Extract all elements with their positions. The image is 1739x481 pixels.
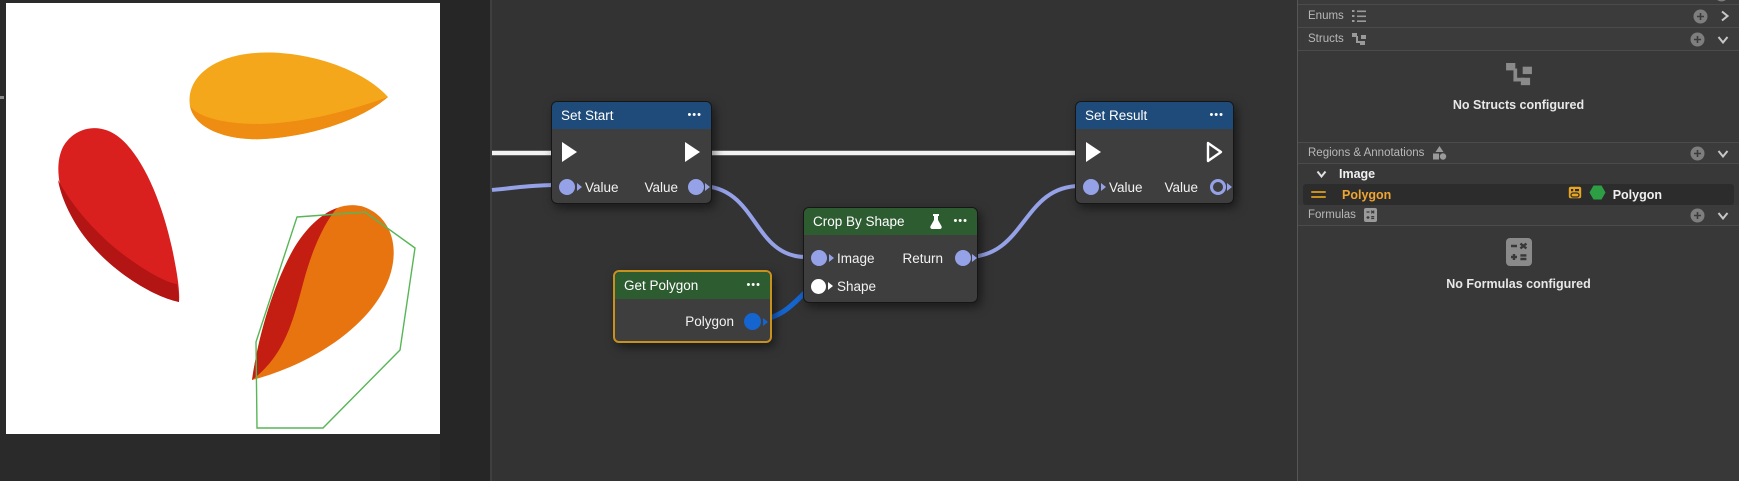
image-viewer[interactable] — [0, 0, 440, 481]
preview-image[interactable] — [6, 3, 440, 434]
section-regions[interactable]: Regions & Annotations — [1298, 143, 1739, 164]
node-title: Crop By Shape — [813, 214, 905, 229]
chevron-down-icon[interactable] — [1717, 149, 1729, 158]
node-title: Set Result — [1085, 108, 1148, 123]
canvas-gutter — [440, 0, 492, 481]
value-in-pin[interactable] — [1083, 179, 1099, 195]
return-out-label: Return — [902, 251, 943, 266]
exec-in-pin[interactable] — [1084, 140, 1104, 169]
image-reference-icon — [1568, 186, 1582, 204]
exec-out-pin[interactable] — [1205, 140, 1225, 169]
drag-handle-icon[interactable] — [1311, 191, 1326, 198]
value-in-label: Value — [1109, 180, 1143, 195]
exec-in-pin[interactable] — [560, 140, 580, 169]
red-petal-shade — [58, 180, 179, 302]
preview-shapes — [58, 52, 416, 429]
value-out-label: Value — [1164, 180, 1198, 195]
calculator-icon — [1363, 208, 1377, 222]
formulas-empty-icon — [1298, 238, 1739, 271]
structs-empty-text: No Structs configured — [1452, 98, 1585, 112]
value-in-pin[interactable] — [559, 179, 575, 195]
node-menu-icon[interactable]: ••• — [687, 109, 702, 121]
polygon-annotation[interactable] — [255, 211, 416, 429]
value-out-pin-arrow — [1227, 183, 1232, 191]
value-out-label: Value — [644, 180, 678, 195]
yellow-petal-shade — [190, 97, 388, 140]
return-out-pin[interactable] — [955, 250, 971, 266]
node-menu-icon[interactable]: ••• — [1209, 109, 1224, 121]
value-out-pin[interactable] — [1210, 179, 1226, 195]
section-label: Regions & Annotations — [1308, 147, 1425, 159]
exec-out-pin[interactable] — [683, 140, 703, 169]
config-panel: Enums Structs — [1297, 0, 1739, 481]
chevron-right-icon[interactable] — [1720, 10, 1729, 22]
section-label: Enums — [1308, 10, 1344, 22]
shape-in-pin[interactable] — [811, 279, 826, 294]
add-enum-button[interactable] — [1693, 9, 1708, 24]
image-in-label: Image — [837, 251, 875, 266]
node-crop-by-shape[interactable]: Crop By Shape ••• Image Return Shape — [803, 207, 978, 303]
value-out-pin[interactable] — [688, 179, 704, 195]
image-in-pin-arrow — [829, 254, 834, 262]
enums-list-icon — [1351, 10, 1366, 22]
section-label: Structs — [1308, 33, 1344, 45]
chevron-down-icon[interactable] — [1717, 211, 1729, 220]
section-formulas[interactable]: Formulas — [1298, 205, 1739, 226]
chevron-down-icon[interactable] — [1717, 35, 1729, 44]
node-menu-icon[interactable]: ••• — [953, 215, 968, 227]
node-crop-by-shape-header[interactable]: Crop By Shape ••• — [804, 208, 977, 235]
section-label: Formulas — [1308, 209, 1356, 221]
polygon-out-pin[interactable] — [744, 313, 761, 330]
polygon-out-pin-arrow — [763, 318, 768, 326]
value-in-pin-arrow — [1101, 183, 1106, 191]
structs-empty-state: No Structs configured — [1298, 63, 1739, 143]
red-petal — [58, 128, 180, 302]
node-get-polygon-header[interactable]: Get Polygon ••• — [615, 272, 770, 299]
node-set-start-header[interactable]: Set Start ••• — [552, 102, 711, 129]
node-title: Get Polygon — [624, 278, 699, 293]
node-menu-icon[interactable]: ••• — [746, 279, 761, 291]
section-enums[interactable]: Enums — [1298, 5, 1739, 28]
section-structs[interactable]: Structs — [1298, 28, 1739, 51]
shapes-icon — [1432, 146, 1447, 160]
orange-petal — [252, 205, 394, 380]
add-struct-button[interactable] — [1690, 32, 1705, 47]
annotation-item-polygon[interactable]: Polygon Polygon — [1303, 184, 1734, 205]
return-out-pin-arrow — [972, 254, 977, 262]
formulas-empty-text: No Formulas configured — [1446, 277, 1591, 291]
add-formula-button[interactable] — [1690, 208, 1705, 223]
tree-group-label: Image — [1339, 167, 1376, 181]
chevron-down-icon[interactable] — [1316, 170, 1327, 178]
formulas-empty-state: No Formulas configured — [1298, 238, 1739, 481]
polygon-hexagon-icon — [1589, 185, 1606, 205]
clipped-section-row — [1298, 0, 1739, 5]
shape-in-label: Shape — [837, 279, 877, 294]
annotation-item-type: Polygon — [1612, 187, 1662, 202]
experiment-flask-icon — [929, 213, 943, 230]
value-in-pin-arrow — [577, 183, 582, 191]
shape-in-pin-arrow — [828, 282, 833, 290]
polygon-out-label: Polygon — [685, 314, 734, 329]
node-set-result[interactable]: Set Result ••• Value Value — [1075, 101, 1234, 204]
orange-petal-shade — [252, 208, 337, 380]
node-title: Set Start — [561, 108, 614, 123]
tree-group-image[interactable]: Image — [1298, 164, 1739, 184]
structs-empty-icon — [1298, 63, 1739, 92]
node-get-polygon[interactable]: Get Polygon ••• Polygon — [613, 270, 772, 343]
value-out-pin-arrow — [705, 183, 710, 191]
structs-tree-icon — [1351, 32, 1366, 46]
add-region-button[interactable] — [1690, 146, 1705, 161]
node-set-start[interactable]: Set Start ••• Value Value — [551, 101, 712, 204]
annotation-item-name: Polygon — [1342, 187, 1392, 202]
node-set-result-header[interactable]: Set Result ••• — [1076, 102, 1233, 129]
ruler-tick — [0, 96, 4, 99]
value-in-label: Value — [585, 180, 619, 195]
image-in-pin[interactable] — [811, 250, 827, 266]
